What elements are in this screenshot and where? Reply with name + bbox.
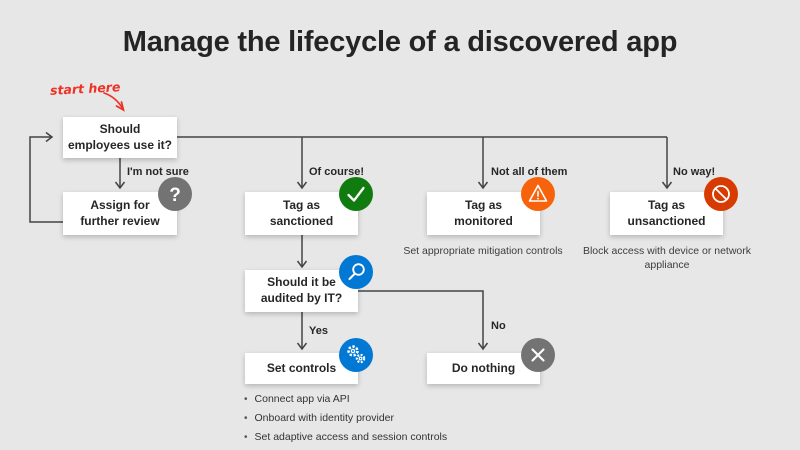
warning-icon <box>521 177 555 211</box>
magnifier-icon <box>339 255 373 289</box>
start-here-arrowhead <box>115 101 125 112</box>
edge-loop-back <box>29 136 63 223</box>
set-controls-bullet-list: • Connect app via API • Onboard with ide… <box>244 393 484 450</box>
node-do-nothing: Do nothing <box>427 338 555 384</box>
list-item: • Set adaptive access and session contro… <box>244 431 484 445</box>
start-here-arrow <box>103 92 124 110</box>
edge-label-not-all: Not all of them <box>491 166 568 178</box>
arrowhead-not-all <box>477 181 489 190</box>
list-item: • Onboard with identity provider <box>244 412 484 426</box>
arrowhead-yes <box>296 342 308 351</box>
edge-label-yes: Yes <box>309 325 328 337</box>
node-tag-as-unsanctioned: Tag as unsanctioned <box>610 177 738 235</box>
node-label: Set controls <box>266 360 337 375</box>
node-should-employees-use-it: Should employees use it? <box>63 117 177 158</box>
node-tag-as-sanctioned: Tag as sanctioned <box>245 177 373 235</box>
blocked-icon <box>704 177 738 211</box>
caption-monitored: Set appropriate mitigation controls <box>403 245 563 257</box>
page-title: Manage the lifecycle of a discovered app <box>122 26 678 58</box>
node-label: Tag as monitored <box>454 197 513 228</box>
question-mark-icon: ? <box>158 177 192 211</box>
bullet-icon: • <box>244 413 248 424</box>
node-assign-further-review: Assign for further review ? <box>63 177 192 235</box>
gears-icon <box>339 338 373 372</box>
arrowhead-no <box>477 342 489 351</box>
caption-unsanctioned: Block access with device or network appl… <box>582 245 752 272</box>
svg-text:?: ? <box>169 185 181 206</box>
arrowhead-not-sure <box>114 181 126 190</box>
node-should-it-be-audited: Should it be audited by IT? <box>245 255 373 312</box>
list-item: • Connect app via API <box>244 393 484 407</box>
edge-label-no: No <box>491 320 506 332</box>
bullet-text: Set adaptive access and session controls <box>254 431 448 443</box>
node-label: Should employees use it? <box>67 121 173 152</box>
arrowhead-sanctioned-audited <box>296 260 308 269</box>
node-label: Assign for further review <box>80 197 160 228</box>
node-label: Do nothing <box>451 360 516 375</box>
arrowhead-loop <box>45 131 54 143</box>
node-set-controls: Set controls <box>245 338 373 384</box>
arrowhead-of-course <box>296 181 308 190</box>
bullet-icon: • <box>244 394 248 405</box>
node-label: Should it be audited by IT? <box>260 275 343 305</box>
node-tag-as-monitored: Tag as monitored <box>427 177 555 235</box>
bullet-icon: • <box>244 432 248 443</box>
checkmark-icon <box>339 177 373 211</box>
node-label: Tag as sanctioned <box>269 197 334 228</box>
bullet-text: Connect app via API <box>254 393 350 405</box>
arrowhead-no-way <box>661 181 673 190</box>
edge-label-no-way: No way! <box>673 166 716 178</box>
edge-no <box>358 290 484 349</box>
edge-label-of-course: Of course! <box>309 166 365 178</box>
bullet-text: Onboard with identity provider <box>254 412 395 424</box>
x-icon <box>521 338 555 372</box>
edge-label-not-sure: I'm not sure <box>127 166 189 178</box>
node-label: Tag as unsanctioned <box>627 197 706 228</box>
